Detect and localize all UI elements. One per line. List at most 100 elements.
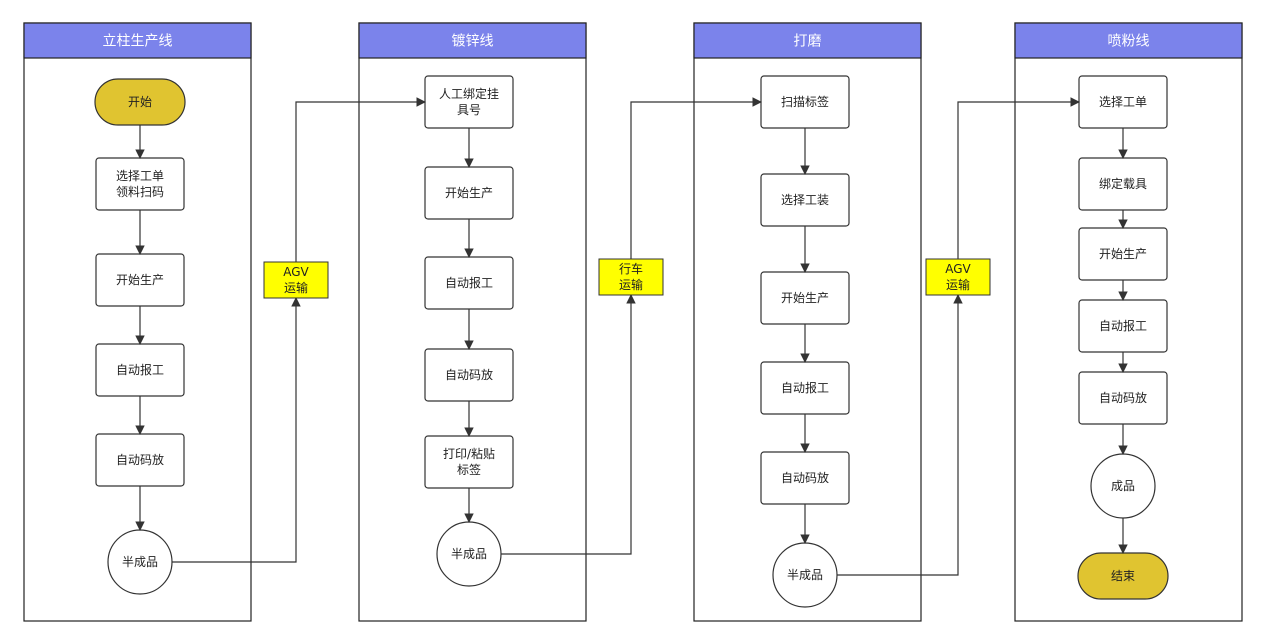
flow-node-terminal: 结束 xyxy=(1077,552,1169,600)
node-label: 自动报工 xyxy=(781,380,829,395)
node-label: 开始生产 xyxy=(116,273,164,287)
node-label: 人工绑定挂具号 xyxy=(439,86,499,117)
node-label-line: 开始生产 xyxy=(1099,247,1147,261)
process-box xyxy=(424,435,514,489)
node-label: 开始 xyxy=(128,95,152,109)
flow-node-process: 自动报工 xyxy=(95,343,185,397)
flow-node-circle: 半成品 xyxy=(436,521,502,587)
flow-node-process: 选择工装 xyxy=(760,173,850,227)
node-label-line: 自动码放 xyxy=(116,452,164,467)
node-label: 半成品 xyxy=(122,555,158,569)
node-label: 自动码放 xyxy=(445,367,493,382)
lane-title-line: 立柱生产线 xyxy=(103,34,173,50)
node-label: 自动码放 xyxy=(1099,390,1147,405)
node-label-line: 自动码放 xyxy=(445,367,493,382)
process-box xyxy=(95,157,185,211)
lane-header xyxy=(23,22,252,59)
transport-box xyxy=(598,258,664,296)
node-label-line: 半成品 xyxy=(451,547,487,561)
node-label: 半成品 xyxy=(451,547,487,561)
transport-arrow-out xyxy=(295,97,426,262)
flow-node-process: 自动码放 xyxy=(1078,371,1168,425)
flow-node-process: 自动报工 xyxy=(1078,299,1168,353)
transport-text-line: 行车 xyxy=(619,261,643,276)
flow-node-process: 开始生产 xyxy=(424,166,514,220)
node-label-line: 标签 xyxy=(457,462,481,477)
flow-node-process: 自动码放 xyxy=(424,348,514,402)
node-label: 扫描标签 xyxy=(781,94,829,109)
flow-node-process: 选择工单领料扫码 xyxy=(95,157,185,211)
flow-node-process: 开始生产 xyxy=(95,253,185,307)
transport-text-line: AGV xyxy=(945,262,971,276)
lane-title-line: 喷粉线 xyxy=(1108,34,1150,50)
lane-title: 喷粉线 xyxy=(1108,34,1150,50)
node-label: 自动报工 xyxy=(116,362,164,377)
node-label-line: 选择工单 xyxy=(1099,95,1147,109)
transport-text-line: 运输 xyxy=(619,277,643,292)
node-label-line: 开始生产 xyxy=(781,291,829,305)
flow-node-circle: 成品 xyxy=(1090,453,1156,519)
transport-arrow-in xyxy=(837,294,963,576)
lane-title-line: 镀锌线 xyxy=(452,33,494,50)
node-label: 选择工单领料扫码 xyxy=(116,169,164,199)
lane-header xyxy=(1014,22,1243,59)
flow-node-process: 自动报工 xyxy=(760,361,850,415)
flow-node-process: 选择工单 xyxy=(1078,75,1168,129)
flow-node-process: 开始生产 xyxy=(1078,227,1168,281)
transport-arrow-out xyxy=(630,97,762,259)
node-label-line: 自动报工 xyxy=(1099,318,1147,333)
node-label-line: 自动码放 xyxy=(1099,390,1147,405)
lane-header xyxy=(693,22,922,59)
node-label: 选择工单 xyxy=(1099,95,1147,109)
transport-arrow-in xyxy=(501,294,636,555)
node-label: 开始生产 xyxy=(781,291,829,305)
flow-node-process: 扫描标签 xyxy=(760,75,850,129)
node-label-line: 领料扫码 xyxy=(116,185,164,199)
node-label-line: 扫描标签 xyxy=(781,94,829,109)
node-label: 开始生产 xyxy=(445,186,493,200)
node-label-line: 自动报工 xyxy=(445,275,493,290)
node-label: 半成品 xyxy=(787,568,823,582)
node-label-line: 开始生产 xyxy=(116,273,164,287)
flow-node-process: 开始生产 xyxy=(760,271,850,325)
node-label: 自动码放 xyxy=(116,452,164,467)
flow-node-process: 打印/粘贴标签 xyxy=(424,435,514,489)
node-label: 成品 xyxy=(1111,479,1135,493)
transport-box xyxy=(925,258,991,296)
node-label-line: 具号 xyxy=(457,103,481,117)
flow-node-terminal: 开始 xyxy=(94,78,186,126)
node-label-line: 成品 xyxy=(1111,479,1135,493)
node-label-line: 人工绑定挂 xyxy=(439,86,499,101)
transport-text-line: AGV xyxy=(283,265,309,279)
lane-header xyxy=(358,22,587,59)
transport-text-line: 运输 xyxy=(946,277,970,292)
flow-node-process: 人工绑定挂具号 xyxy=(424,75,514,129)
node-label-line: 开始 xyxy=(128,95,152,109)
node-label: 自动码放 xyxy=(781,470,829,485)
lane-title: 立柱生产线 xyxy=(103,34,173,50)
node-label-line: 选择工单 xyxy=(116,169,164,183)
process-box xyxy=(424,75,514,129)
node-label-line: 选择工装 xyxy=(781,193,829,207)
node-label: 选择工装 xyxy=(781,193,829,207)
node-label: 结束 xyxy=(1111,569,1135,583)
node-label-line: 自动报工 xyxy=(781,380,829,395)
node-label-line: 半成品 xyxy=(787,568,823,582)
flow-node-process: 绑定载具 xyxy=(1078,157,1168,211)
transport-box xyxy=(263,261,329,299)
node-label-line: 半成品 xyxy=(122,555,158,569)
transport-arrow-out xyxy=(957,97,1080,259)
node-label-line: 自动报工 xyxy=(116,362,164,377)
flow-node-process: 自动码放 xyxy=(95,433,185,487)
transport-label: 行车运输 xyxy=(598,258,664,296)
node-label-line: 自动码放 xyxy=(781,470,829,485)
node-label: 开始生产 xyxy=(1099,247,1147,261)
transport-text-line: 运输 xyxy=(284,280,308,295)
